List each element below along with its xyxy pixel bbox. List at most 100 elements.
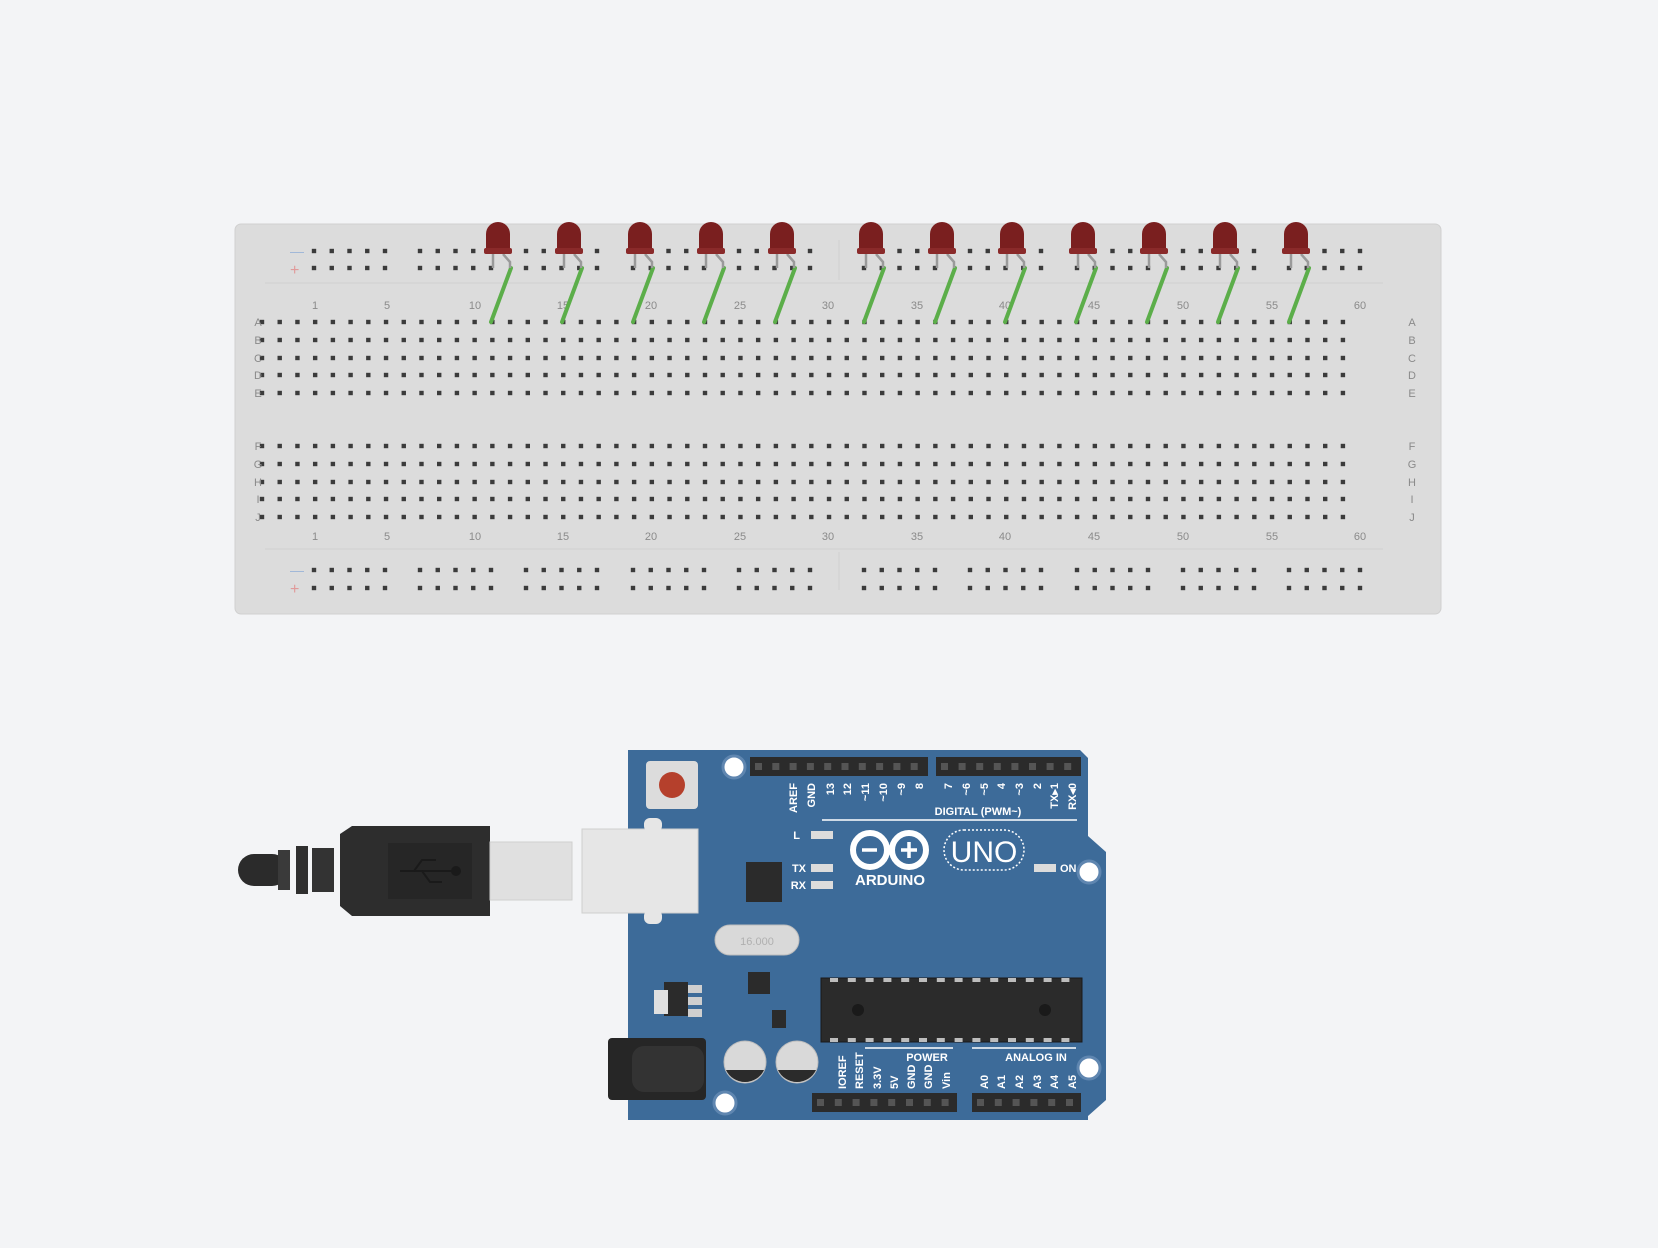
rail-hole[interactable] — [594, 248, 600, 254]
rail-hole[interactable] — [488, 567, 494, 573]
breadboard-hole[interactable] — [1305, 390, 1310, 396]
breadboard-hole[interactable] — [330, 355, 336, 361]
led[interactable] — [555, 222, 584, 324]
breadboard-hole[interactable] — [1092, 443, 1098, 449]
breadboard-hole[interactable] — [791, 372, 796, 378]
breadboard-hole[interactable] — [312, 514, 318, 520]
breadboard-hole[interactable] — [277, 337, 282, 343]
breadboard-hole[interactable] — [1128, 461, 1133, 467]
breadboard-hole[interactable] — [1234, 390, 1239, 396]
rail-hole[interactable] — [1180, 265, 1186, 271]
jumper-wire[interactable] — [933, 266, 957, 324]
breadboard-hole[interactable] — [702, 479, 708, 485]
breadboard-hole[interactable] — [525, 355, 530, 361]
breadboard-hole[interactable] — [897, 390, 903, 396]
breadboard-hole[interactable] — [1287, 461, 1292, 467]
breadboard-hole[interactable] — [880, 390, 885, 396]
breadboard-hole[interactable] — [1145, 496, 1151, 502]
breadboard-hole[interactable] — [1198, 496, 1204, 502]
rail-hole[interactable] — [1322, 265, 1327, 271]
breadboard-hole[interactable] — [1128, 355, 1133, 361]
rail-hole[interactable] — [1003, 265, 1008, 271]
breadboard-hole[interactable] — [844, 355, 849, 361]
breadboard-hole[interactable] — [1323, 390, 1328, 396]
breadboard-hole[interactable] — [383, 390, 389, 396]
breadboard-hole[interactable] — [809, 390, 814, 396]
breadboard-hole[interactable] — [1057, 443, 1062, 449]
rail-hole[interactable] — [1251, 265, 1257, 271]
breadboard-hole[interactable] — [915, 355, 920, 361]
breadboard-hole[interactable] — [543, 372, 548, 378]
rail-hole[interactable] — [1128, 265, 1133, 271]
breadboard-hole[interactable] — [1039, 479, 1044, 485]
rail-hole[interactable] — [1216, 265, 1221, 271]
led-body[interactable] — [557, 222, 581, 252]
breadboard-hole[interactable] — [543, 514, 548, 520]
breadboard-hole[interactable] — [1305, 372, 1310, 378]
breadboard-hole[interactable] — [348, 355, 353, 361]
breadboard-hole[interactable] — [259, 496, 265, 502]
header-pin[interactable] — [976, 763, 984, 770]
breadboard-hole[interactable] — [614, 319, 619, 325]
breadboard-hole[interactable] — [1198, 337, 1204, 343]
jumper-wire[interactable] — [702, 266, 726, 324]
rail-hole[interactable] — [701, 265, 707, 271]
breadboard-hole[interactable] — [685, 443, 690, 449]
breadboard-hole[interactable] — [791, 319, 796, 325]
breadboard-hole[interactable] — [543, 443, 548, 449]
breadboard-hole[interactable] — [1323, 355, 1328, 361]
usb-cable[interactable] — [238, 826, 573, 916]
rail-hole[interactable] — [861, 585, 867, 591]
breadboard-hole[interactable] — [295, 479, 300, 485]
breadboard-hole[interactable] — [490, 443, 495, 449]
breadboard-hole[interactable] — [826, 372, 832, 378]
breadboard-hole[interactable] — [1252, 514, 1257, 520]
rail-hole[interactable] — [666, 265, 671, 271]
breadboard-hole[interactable] — [649, 337, 655, 343]
breadboard-hole[interactable] — [933, 479, 938, 485]
breadboard-hole[interactable] — [259, 319, 265, 325]
breadboard-hole[interactable] — [1004, 461, 1009, 467]
breadboard-hole[interactable] — [1110, 372, 1115, 378]
breadboard-hole[interactable] — [844, 319, 849, 325]
breadboard-hole[interactable] — [738, 372, 743, 378]
breadboard-hole[interactable] — [259, 479, 265, 485]
breadboard-hole[interactable] — [490, 372, 495, 378]
breadboard-hole[interactable] — [880, 514, 885, 520]
header-pin[interactable] — [876, 763, 884, 770]
breadboard-hole[interactable] — [1198, 479, 1204, 485]
breadboard-hole[interactable] — [1039, 390, 1044, 396]
breadboard-hole[interactable] — [525, 337, 530, 343]
header-pin[interactable] — [923, 1099, 931, 1106]
breadboard-hole[interactable] — [897, 372, 903, 378]
rail-hole[interactable] — [1074, 567, 1080, 573]
rail-hole[interactable] — [1286, 265, 1292, 271]
breadboard-hole[interactable] — [631, 479, 637, 485]
breadboard-hole[interactable] — [720, 390, 725, 396]
breadboard-hole[interactable] — [1234, 337, 1239, 343]
breadboard-hole[interactable] — [1021, 443, 1027, 449]
breadboard-hole[interactable] — [826, 443, 832, 449]
breadboard-hole[interactable] — [649, 443, 655, 449]
breadboard-hole[interactable] — [667, 479, 672, 485]
rail-hole[interactable] — [1198, 265, 1203, 271]
rail-hole[interactable] — [382, 567, 388, 573]
breadboard-hole[interactable] — [525, 496, 530, 502]
breadboard-hole[interactable] — [1340, 337, 1346, 343]
breadboard-hole[interactable] — [720, 443, 725, 449]
rail-hole[interactable] — [347, 567, 352, 573]
breadboard-hole[interactable] — [1145, 514, 1151, 520]
breadboard-hole[interactable] — [454, 319, 460, 325]
rail-hole[interactable] — [1340, 567, 1345, 573]
header-pin[interactable] — [824, 763, 832, 770]
breadboard-hole[interactable] — [826, 496, 832, 502]
breadboard-hole[interactable] — [561, 514, 566, 520]
rail-hole[interactable] — [311, 567, 317, 573]
breadboard-hole[interactable] — [437, 461, 442, 467]
breadboard-hole[interactable] — [383, 372, 389, 378]
breadboard-hole[interactable] — [986, 319, 991, 325]
breadboard-hole[interactable] — [277, 514, 282, 520]
rail-hole[interactable] — [488, 265, 494, 271]
breadboard-hole[interactable] — [755, 372, 761, 378]
breadboard-hole[interactable] — [1269, 337, 1275, 343]
